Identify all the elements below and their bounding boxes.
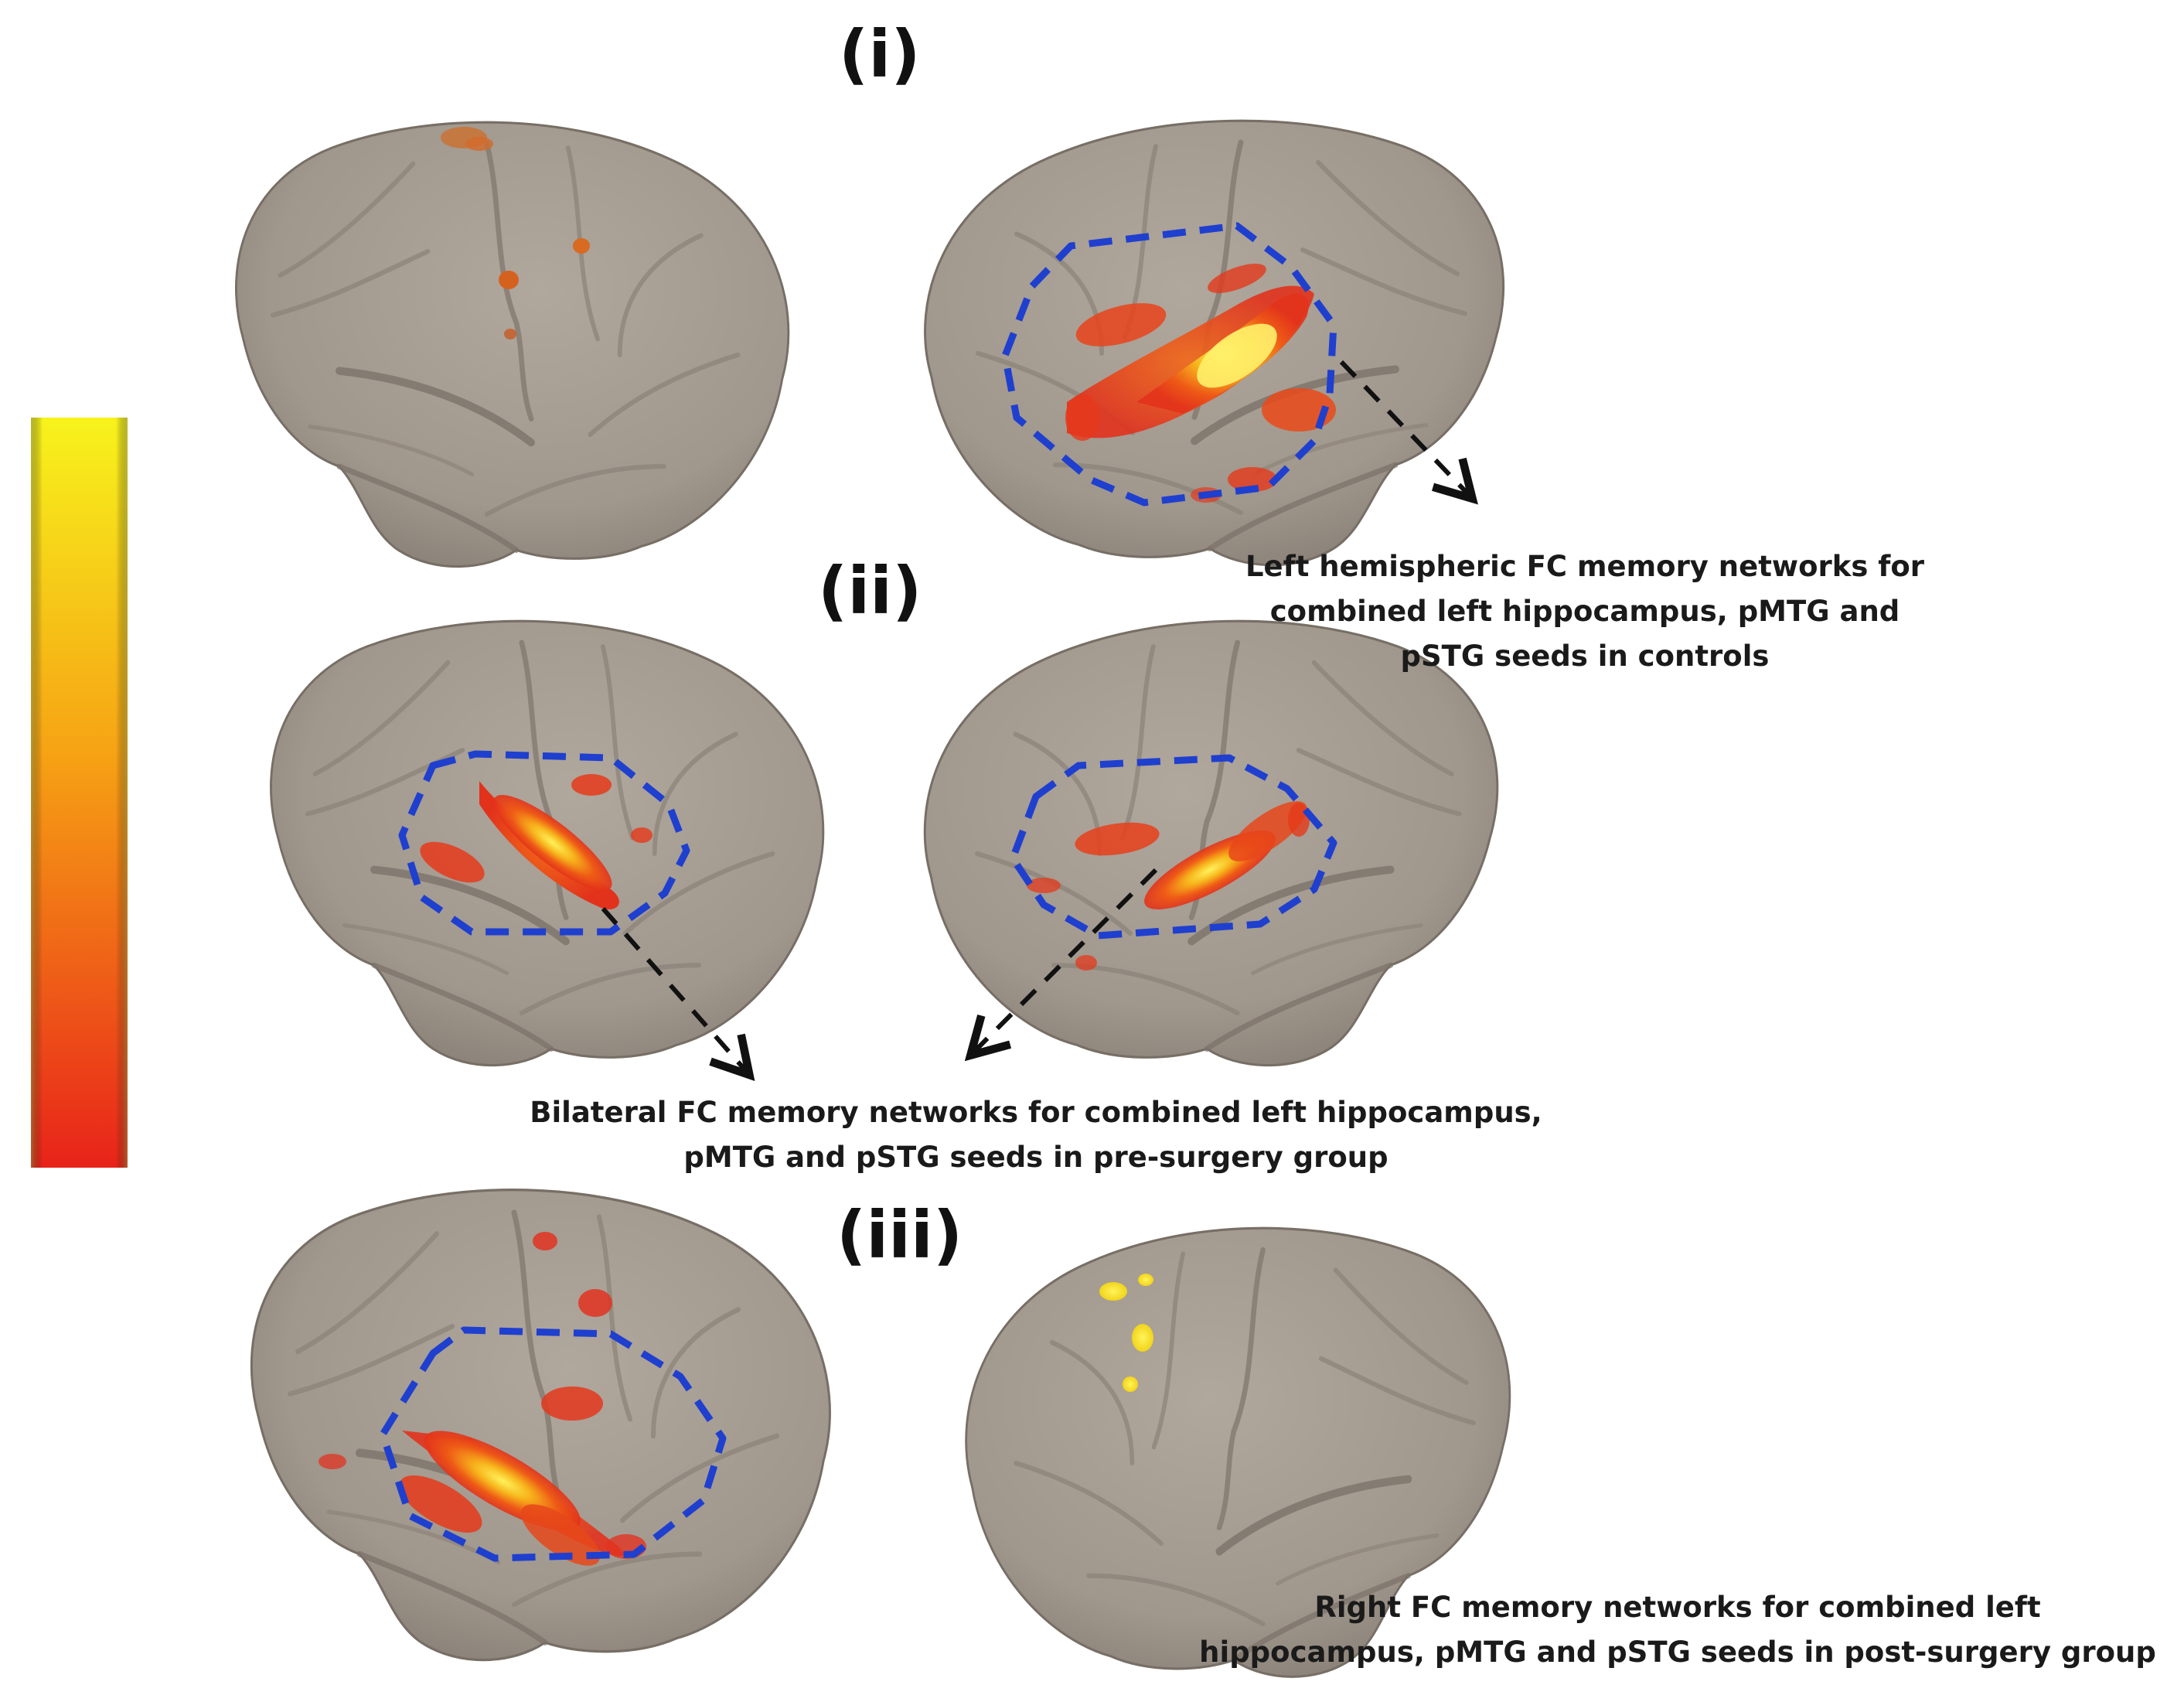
caption-controls: Left hemispheric FC memory networks for … [1221,544,1948,679]
panel-ii-left-arrow [601,907,755,1081]
panel-iii-right-hemisphere-brain [251,1190,830,1660]
panel-ii-right-hemisphere-activations [420,774,652,909]
caption-pre-surgery-line-2: pMTG and pSTG seeds in pre-surgery group [683,1141,1388,1174]
caption-pre-surgery-line-1: Bilateral FC memory networks for combine… [530,1096,1542,1129]
panel-iii-right-hemisphere-activations [319,1232,646,1566]
panel-iii-left-hemisphere-activations [1099,1274,1153,1392]
panel-ii-right-roi-outline [1009,754,1337,940]
panel-ii-left-roi-outline [398,750,690,936]
panel-label-iii: (iii) [836,1197,963,1273]
caption-pre-surgery: Bilateral FC memory networks for combine… [495,1090,1577,1180]
caption-post-surgery-line-2: hippocampus, pMTG and pSTG seeds in post… [1199,1636,2156,1669]
panel-iii-roi-outline [379,1326,727,1562]
caption-post-surgery-line-1: Right FC memory networks for combined le… [1314,1591,2041,1624]
panel-i-roi-outline [1001,222,1337,507]
caption-controls-line-1: Left hemispheric FC memory networks for [1245,550,1925,583]
panel-ii-left-hemisphere-brain [925,621,1497,1065]
panel-ii-left-hemisphere-activations [1027,801,1310,970]
caption-controls-line-3: pSTG seeds in controls [1400,640,1770,673]
caption-controls-line-2: combined left hippocampus, pMTG and [1269,595,1900,628]
panel-i-right-hemisphere-brain [236,122,788,566]
panel-label-i: (i) [839,16,921,92]
panel-label-ii: (ii) [818,553,922,629]
panel-i-arrow [1339,360,1478,505]
panel-ii-right-arrow [964,868,1158,1062]
colorbar [31,418,128,1168]
panel-i-right-hemisphere-activations [441,127,590,339]
caption-post-surgery: Right FC memory networks for combined le… [1194,1585,2161,1675]
